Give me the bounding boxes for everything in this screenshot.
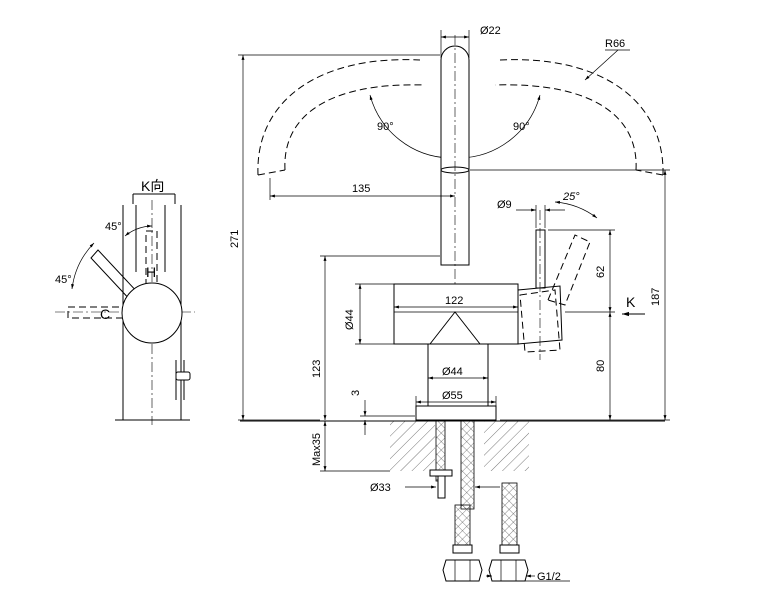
angle-arc-left — [71, 242, 95, 290]
angle-arc-top — [124, 224, 153, 237]
swivel-left-label: 90° — [377, 121, 394, 133]
spout-swivel-left-tip — [257, 169, 286, 176]
body-diameter-label: Ø44 — [344, 309, 356, 330]
side-spout-outline — [135, 205, 166, 272]
hot-label: H — [146, 264, 156, 280]
front-view: 90° 90° Ø22 R66 271 135 — [229, 25, 670, 583]
body-transition — [429, 311, 481, 345]
hose-right — [501, 482, 518, 546]
base-diameter-label: Ø55 — [442, 390, 463, 402]
angle-top-label: 45° — [105, 221, 122, 233]
swivel-arc-left — [369, 94, 451, 160]
swivel-arc-right — [459, 94, 541, 160]
hose-right-nut — [488, 559, 529, 582]
side-pin-knob — [175, 371, 191, 381]
spout-tube — [440, 45, 470, 266]
base-plate — [415, 405, 497, 421]
base-height-label: 80 — [595, 360, 607, 372]
gasket-label: 3 — [350, 390, 362, 396]
lever — [535, 229, 546, 289]
fixing-nut — [429, 469, 453, 477]
side-view-title: K向 — [141, 178, 164, 194]
lever-diameter-label: Ø9 — [497, 199, 512, 211]
countertop-left — [390, 421, 435, 471]
lever-height-label: 62 — [595, 266, 607, 278]
hose-upper — [460, 420, 475, 510]
radius-leader — [584, 49, 619, 81]
spout-swivel-left-inner — [284, 84, 426, 171]
cold-label: C — [100, 306, 110, 322]
side-view: K向 45° 45° H C — [55, 178, 195, 425]
spout-radius-label: R66 — [605, 38, 625, 50]
swivel-right-label: 90° — [513, 121, 530, 133]
hose-right-ferrule — [499, 544, 520, 554]
lever-dashed-cap — [519, 289, 561, 353]
hose-left-nut — [442, 559, 483, 582]
countertop-right — [484, 421, 529, 471]
total-height-label: 271 — [229, 230, 241, 248]
max-thickness-label: Max35 — [311, 433, 323, 466]
lever-angle-label: 25° — [562, 191, 580, 203]
spout-swivel-right-outer — [499, 59, 664, 176]
spout-swivel-right-inner — [494, 84, 637, 171]
neck-diameter-label: Ø44 — [442, 366, 463, 378]
body-height-label: 123 — [311, 360, 323, 378]
thread-label: G1/2 — [537, 571, 561, 583]
hose-left — [454, 504, 471, 546]
spout-swivel-left-outer — [257, 59, 421, 176]
stud-end — [437, 475, 446, 499]
reach-label: 135 — [352, 183, 370, 195]
body-length-label: 122 — [445, 295, 463, 307]
body-block — [393, 283, 519, 345]
hole-diameter-label: Ø33 — [370, 482, 391, 494]
spout-height-label: 187 — [650, 288, 662, 306]
lever-cap — [517, 285, 563, 345]
spout-diameter-label: Ø22 — [480, 25, 501, 37]
view-k-label: K — [626, 294, 636, 310]
lever-angle-arc — [554, 200, 598, 219]
hose-left-ferrule — [452, 544, 473, 554]
spout-swivel-right-tip — [635, 169, 664, 176]
side-cartridge-circle — [121, 282, 183, 344]
lever-dashed-25 — [547, 234, 591, 306]
angle-left-label: 45° — [55, 274, 72, 286]
side-handle-horizontal — [67, 306, 124, 319]
